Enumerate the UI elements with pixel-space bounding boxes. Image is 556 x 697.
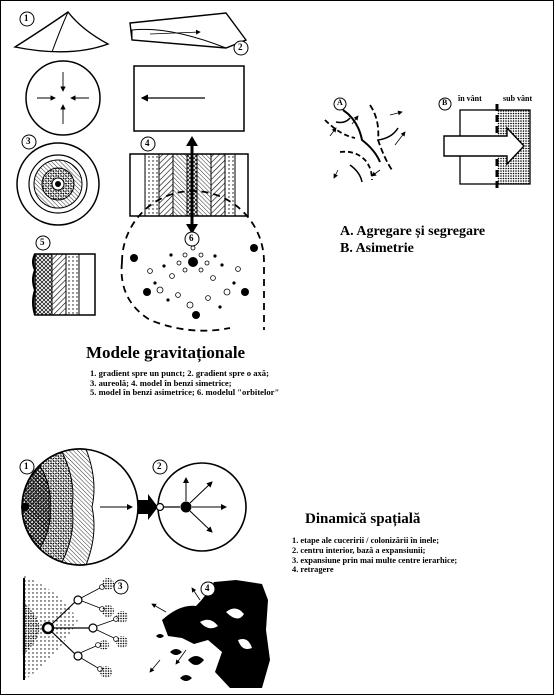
marker-label-d4: 4 [205, 583, 210, 593]
marker-label-a: A [337, 98, 343, 107]
dynamics-4-retreat [149, 580, 270, 688]
marker-circle-6 [184, 231, 200, 247]
model-a-aggregation [324, 97, 406, 183]
marker-label-d1: 1 [24, 461, 29, 471]
dynamics-legend-line: 3. expansiune prin mai multe centre iera… [292, 555, 458, 565]
model-5-asymmetric-bands [32, 235, 96, 316]
dynamics-transition-arrow [138, 494, 158, 520]
marker-circle-b [438, 97, 452, 111]
marker-circle-1 [19, 11, 35, 27]
model-6-orbits [120, 190, 265, 332]
gravitational-legend-line: 5. model în benzi asimetrice; 6. modelul… [90, 387, 280, 398]
dynamics-1-rings [19, 448, 139, 566]
marker-label-6: 6 [189, 233, 194, 243]
marker-label-d2: 2 [157, 461, 162, 471]
dynamics-legend-line: 1. etape ale cuceririi / colonizării în … [292, 536, 439, 545]
label-leeward: sub vânt [503, 94, 533, 103]
marker-circle-5 [35, 235, 51, 251]
marker-label-d3: 3 [118, 581, 123, 591]
marker-circle-d4 [200, 581, 216, 597]
marker-circle-d2 [152, 459, 168, 475]
dynamics-legend-line: 2. centru interior, bază a expansiunii; [292, 545, 426, 555]
dynamics-legend: 1. etape ale cuceririi / colonizării în … [292, 536, 457, 575]
label-windward: în vânt [458, 94, 482, 103]
gravitational-legend: 1. gradient spre un punct; 2. gradient s… [90, 368, 280, 398]
model-2-wedge [129, 12, 249, 56]
gravitational-legend-line: 1. gradient spre un punct; 2. gradient s… [90, 368, 269, 378]
circle-gradient-point [25, 60, 101, 136]
model-1-cone [13, 11, 110, 53]
marker-circle-4 [140, 136, 156, 152]
marker-circle-3 [21, 134, 37, 150]
model-b-asymmetry [438, 97, 531, 192]
marker-circle-d3 [113, 579, 129, 595]
marker-label-4: 4 [145, 138, 150, 148]
dynamics-title: Dinamică spațială [305, 511, 421, 527]
aggregation-caption-a: A. Agregare și segregare [340, 224, 486, 239]
marker-circle-a [333, 97, 347, 111]
marker-circle-2 [233, 40, 249, 56]
marker-label-1: 1 [24, 13, 29, 23]
model-3-aureole [16, 134, 100, 226]
marker-label-5: 5 [40, 237, 45, 247]
marker-label-3: 3 [26, 136, 31, 146]
gravitational-legend-line: 3. aureolă; 4. model în benzi simetrice; [90, 377, 232, 388]
marker-label-2: 2 [238, 42, 243, 52]
dynamics-2-center-base [152, 459, 247, 552]
marker-circle-d1 [19, 459, 35, 475]
dynamics-legend-line: 4. retragere [292, 565, 334, 575]
dynamics-3-hierarchical [22, 575, 129, 682]
marker-label-b: B [442, 98, 448, 107]
model-4-symmetric-bands [129, 136, 249, 234]
gravitational-title: Modele gravitaționale [86, 343, 246, 362]
rect-gradient-axis [133, 65, 245, 132]
aggregation-caption-b: B. Asimetrie [340, 241, 414, 256]
